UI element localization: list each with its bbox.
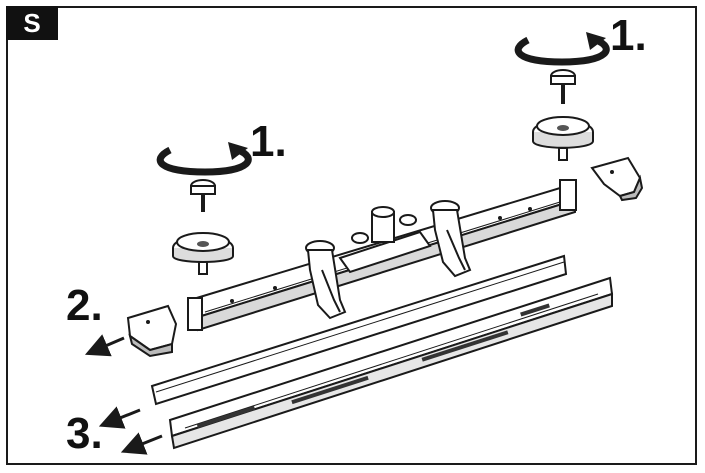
left-end-cap bbox=[126, 304, 178, 358]
center-carriage bbox=[338, 206, 432, 274]
left-disc bbox=[172, 232, 234, 275]
guide-rail bbox=[168, 276, 614, 450]
cutting-strip bbox=[150, 254, 568, 406]
section-badge: S bbox=[6, 6, 58, 40]
step-1-left-label: 1. bbox=[250, 117, 287, 166]
step-2-label: 2. bbox=[66, 281, 103, 330]
remove-arrow-strip-icon bbox=[98, 406, 141, 429]
remove-arrow-rail-icon bbox=[120, 432, 163, 455]
step-3-label: 3. bbox=[66, 409, 103, 458]
right-knob-screw bbox=[550, 69, 576, 104]
left-clamp bbox=[305, 240, 347, 320]
left-knob-screw bbox=[190, 179, 216, 212]
step-1-right-label: 1. bbox=[610, 11, 647, 60]
rotate-arrow-right-icon bbox=[514, 32, 610, 66]
right-disc bbox=[532, 116, 594, 161]
rotate-arrow-left-icon bbox=[156, 142, 252, 176]
right-clamp bbox=[430, 200, 472, 278]
remove-arrow-left-cap-icon bbox=[84, 334, 125, 357]
right-end-cap bbox=[590, 156, 644, 202]
